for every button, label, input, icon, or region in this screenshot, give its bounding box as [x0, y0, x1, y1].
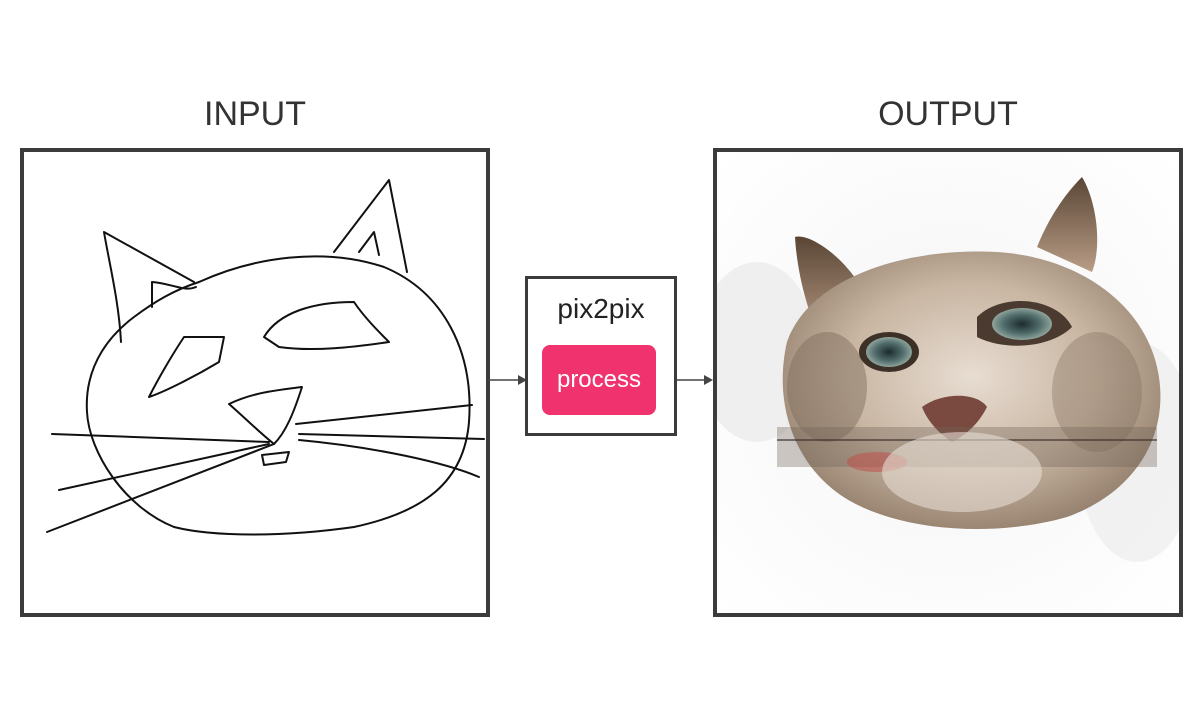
arrow-right-icon [674, 375, 713, 385]
arrow-right-icon [488, 375, 527, 385]
output-title: OUTPUT [878, 95, 1018, 133]
model-name: pix2pix [557, 293, 645, 324]
output-image [713, 148, 1183, 617]
input-drawing-canvas[interactable] [20, 148, 490, 617]
generated-cat-image [717, 152, 1179, 613]
model-box: pix2pix process [525, 276, 677, 436]
cat-sketch [46, 179, 485, 536]
process-button[interactable]: process [542, 345, 656, 415]
input-title: INPUT [204, 95, 306, 133]
